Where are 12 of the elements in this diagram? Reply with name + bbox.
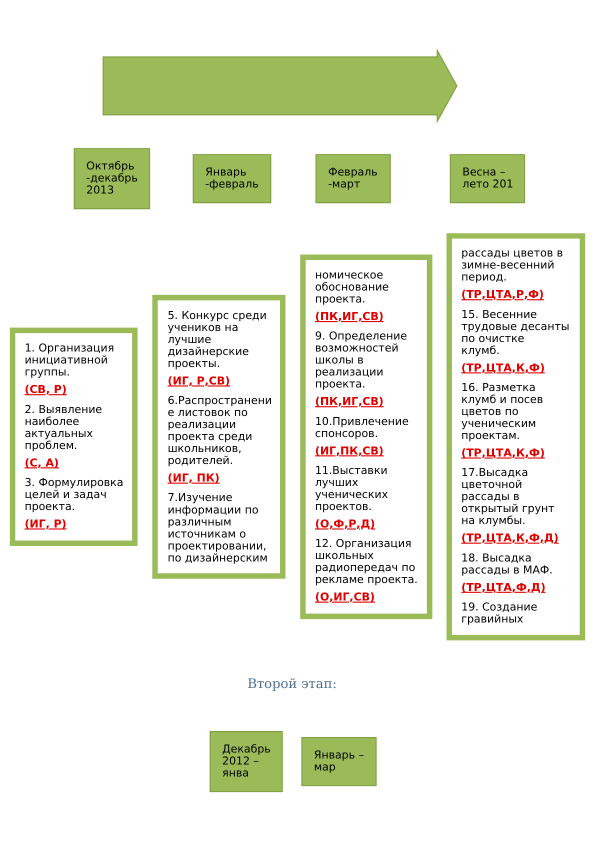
node-box: Февраль -март (316, 154, 391, 204)
node-arrow (102, 48, 458, 124)
node-box: Декабрь 2012 – янва (210, 731, 283, 792)
node-box: 5. Конкурс среди учеников на лучшие дизайнерские проекты. (ИГ, Р,СВ) 6.Распространение листовок по реализации проекта среди школьников, родителей. (ИГ, ПК) 7.Изучение информации по различным источникам о проектировании, по дизайнерским (152, 294, 286, 579)
node-box: рассады цветов в зимне-весенний период. (ТР,ЦТА,Р,Ф) 15. Весенние трудовые десанты по очистке клумб. (ТР,ЦТА,К,Ф) 16. Разметка клумб и посев цветов по ученическим проектам. (ТР,ЦТА,К,Ф) 17.Высадка цветочной рассады в открытый грунт на клумбы. (ТР,ЦТА,К,Ф,Д) 18. Высадка рассады в МАФ. (ТР,ЦТА,Ф,Д) 19. Создание гравийных (446, 233, 586, 640)
node-box: номическое обоснование проекта. (ПК,ИГ,СВ) 9. Определение возможностей школы в реализации проекта. (ПК,ИГ,СВ) 10.Привлечение спонсоров. (ИГ,ПК,СВ) 11.Выставки лучших ученических проектов. (О,Ф,Р,Д) 12. Организация школьных радиопередач по рекламе проекта. (О,ИГ,СВ) (300, 254, 432, 620)
label: Второй этап: (247, 677, 337, 692)
node-box: Январь -февраль (192, 154, 272, 204)
node-box: Весна – лето 201 (450, 154, 526, 204)
node-box: Октябрь -декабрь 2013 (74, 148, 150, 210)
node-box: Январь – мар (301, 737, 377, 786)
node-box: 1. Организация инициативной группы. (СВ, Р) 2. Выявление наиболее актуальных проблем. (С, А) 3. Формулировка целей и задач проекта. (ИГ, Р) (10, 328, 138, 546)
